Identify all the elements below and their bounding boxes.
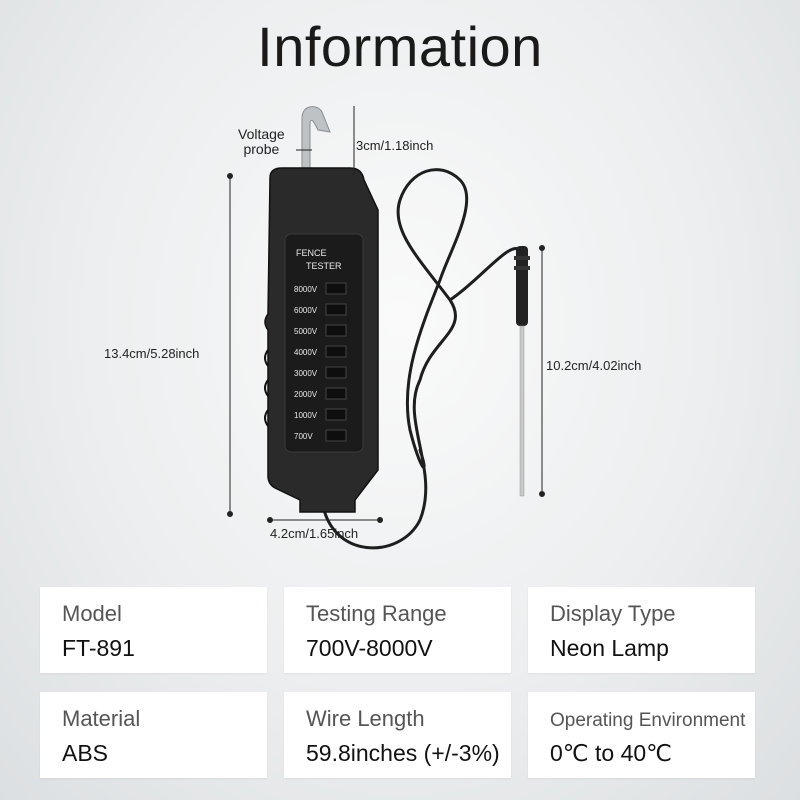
height-dimension-label: 13.4cm/5.28inch (104, 346, 200, 361)
spec-label: Model (62, 601, 122, 626)
neon-lamp (325, 345, 347, 358)
spec-value: 700V-8000V (306, 635, 433, 661)
lamp-label: 5000V (294, 327, 318, 336)
voltage-probe-label: Voltage probe (238, 126, 285, 157)
spec-label: Operating Environment (550, 710, 746, 731)
spec-value: ABS (62, 740, 109, 766)
spec-value: Neon Lamp (550, 635, 669, 661)
spec-card-testing-range: Testing Range 700V-8000V (284, 587, 511, 673)
lamp-label: 2000V (294, 390, 318, 399)
spec-label: Wire Length (306, 706, 425, 731)
spec-label: Material (62, 706, 141, 731)
spec-value: 0℃ to 40℃ (550, 740, 672, 766)
spec-card-wire-length: Wire Length 59.8inches (+/-3%) (284, 692, 511, 778)
spec-card-display-type: Display Type Neon Lamp (528, 587, 755, 673)
lamp-label: 3000V (294, 369, 318, 378)
neon-lamp (325, 366, 347, 379)
test-cable (320, 168, 522, 550)
neon-lamp (325, 303, 347, 316)
width-dimension-label: 4.2cm/1.65inch (270, 526, 359, 541)
lamp-label: 700V (294, 432, 313, 441)
spec-label: Display Type (550, 601, 676, 626)
spec-card-operating-environment: Operating Environment 0℃ to 40℃ (528, 692, 755, 778)
voltage-probe-hook (301, 106, 331, 179)
neon-lamp (325, 387, 347, 400)
lamp-label: 4000V (294, 348, 318, 357)
spec-value: 59.8inches (+/-3%) (306, 740, 500, 766)
neon-lamp-indicators: 8000V 6000V 5000V 4000V 3000V 2000V 1000V 700V (294, 282, 347, 442)
spec-card-model: Model FT-891 (40, 587, 267, 673)
neon-lamp (325, 429, 347, 442)
lamp-label: 1000V (294, 411, 318, 420)
device-name-line1: FENCE (296, 248, 327, 258)
spec-value: FT-891 (62, 635, 135, 661)
lamp-label: 8000V (294, 285, 318, 294)
neon-lamp (325, 324, 347, 337)
device-name-line2: TESTER (306, 261, 342, 271)
spec-label: Testing Range (306, 601, 447, 626)
neon-lamp (325, 282, 347, 295)
neon-lamp (325, 408, 347, 421)
fence-tester-illustration: FENCE TESTER 8000V 6000V 5000V 4000V 3000V 20… (227, 106, 545, 550)
probe-length-label: 10.2cm/4.02inch (546, 358, 642, 373)
lamp-label: 6000V (294, 306, 318, 315)
spec-card-material: Material ABS (40, 692, 267, 778)
hook-size-label: 3cm/1.18inch (356, 138, 434, 153)
probe-rod (519, 325, 525, 497)
page-title: Information (257, 15, 543, 78)
